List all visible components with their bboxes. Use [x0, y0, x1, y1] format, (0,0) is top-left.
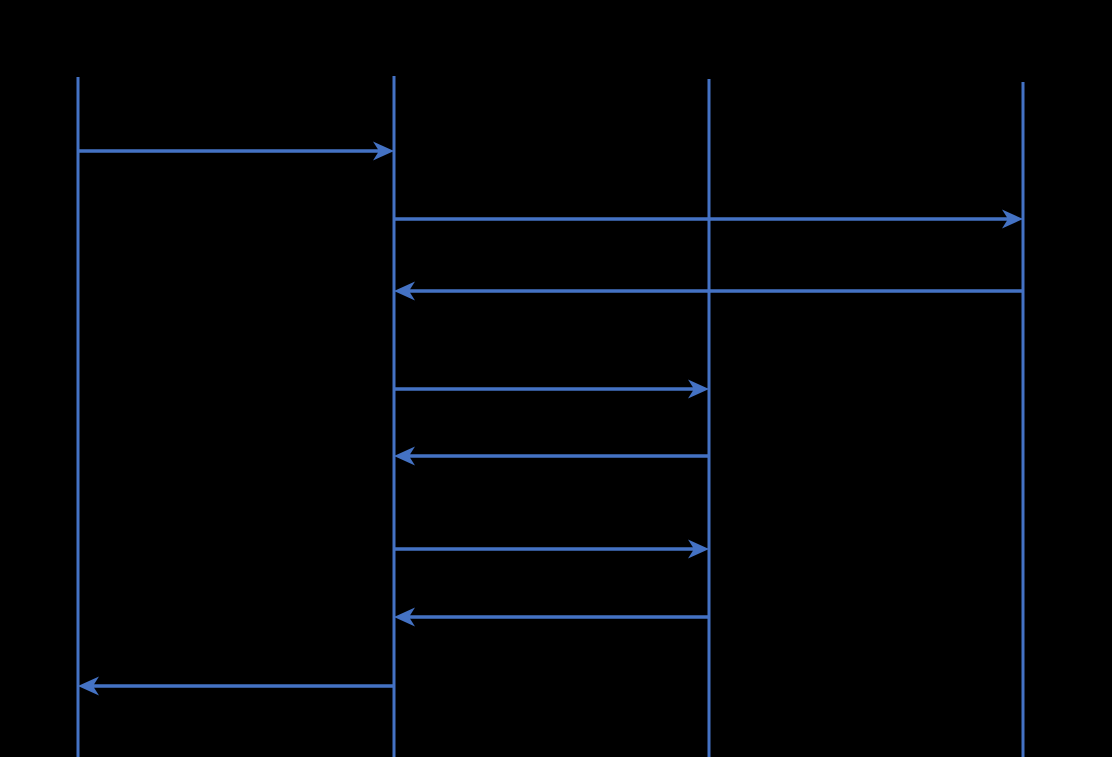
- message-arrowhead-8-left: [78, 676, 99, 696]
- message-arrowhead-4-right: [688, 379, 709, 399]
- message-arrowhead-7-left: [394, 607, 415, 627]
- message-arrowhead-2-right: [1002, 209, 1023, 229]
- message-arrowhead-3-left: [394, 281, 415, 301]
- message-arrowhead-1-right: [373, 141, 394, 161]
- message-arrowhead-6-right: [688, 539, 709, 559]
- message-arrowhead-5-left: [394, 446, 415, 466]
